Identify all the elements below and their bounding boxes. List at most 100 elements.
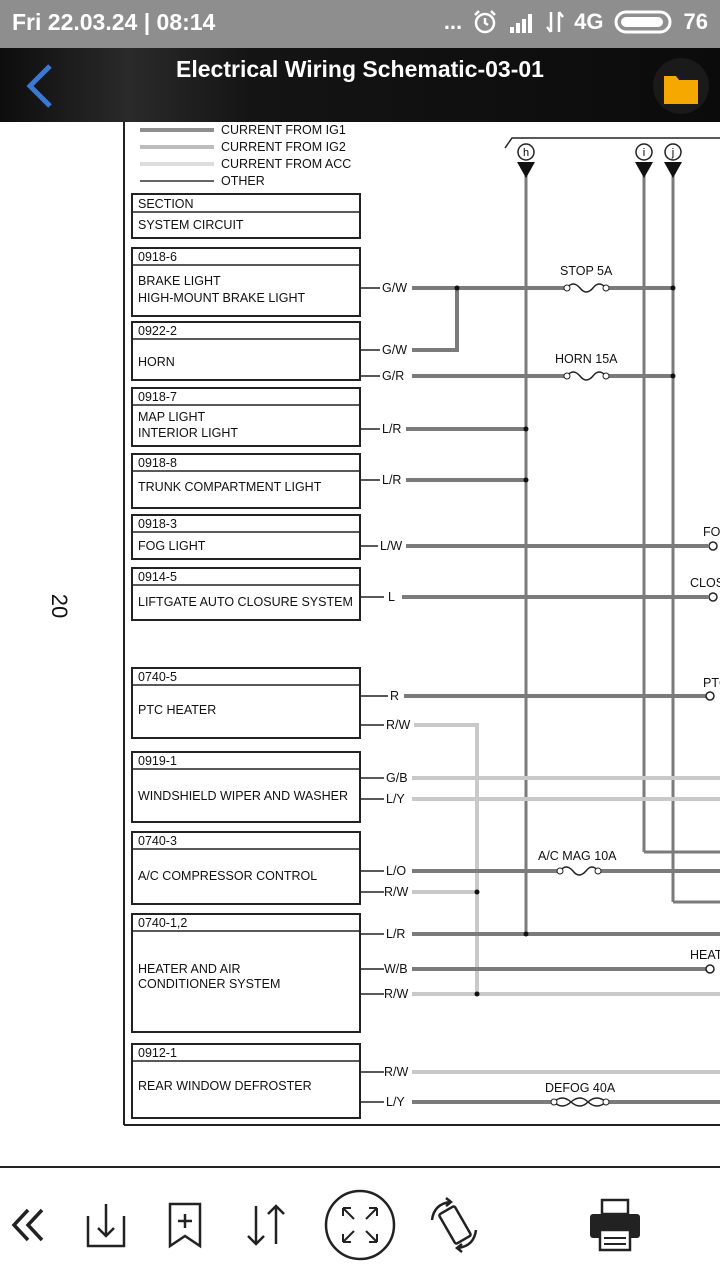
download-icon	[86, 1204, 126, 1248]
svg-text:0919-1: 0919-1	[138, 754, 177, 768]
section-0918-8: 0918-8 TRUNK COMPARTMENT LIGHT	[131, 453, 361, 509]
svg-text:R/W: R/W	[384, 1065, 409, 1079]
svg-text:0918-7: 0918-7	[138, 390, 177, 404]
folder-icon	[664, 76, 698, 104]
svg-text:W/B: W/B	[384, 962, 408, 976]
battery-icon	[614, 10, 672, 34]
expand-icon	[342, 1207, 378, 1243]
data-arrows-icon	[546, 11, 565, 33]
svg-text:PTC: PTC	[703, 676, 720, 690]
legend-acc: CURRENT FROM ACC	[221, 157, 351, 171]
rotate-button[interactable]	[424, 1190, 484, 1260]
section-0918-3: 0918-3 FOG LIGHT	[131, 514, 361, 560]
folder-button[interactable]	[650, 58, 712, 114]
svg-text:L/R: L/R	[382, 473, 401, 487]
section-0922-2: 0922-2 HORN	[131, 321, 361, 381]
rotate-screen-icon	[430, 1197, 478, 1253]
printer-icon	[590, 1198, 640, 1252]
svg-text:L/R: L/R	[386, 927, 405, 941]
section-0918-7: 0918-7 MAP LIGHT INTERIOR LIGHT	[131, 387, 361, 447]
wires	[360, 285, 720, 1104]
bookmark-add-icon	[168, 1202, 202, 1249]
svg-text:R/W: R/W	[386, 718, 411, 732]
svg-text:0740-5: 0740-5	[138, 670, 177, 684]
fuse-defog: DEFOG 40A	[545, 1081, 616, 1095]
sort-arrows-icon	[247, 1204, 285, 1246]
legend: CURRENT FROM IG1 CURRENT FROM IG2 CURREN…	[140, 123, 351, 188]
legend-ig2: CURRENT FROM IG2	[221, 140, 346, 154]
fullscreen-button[interactable]	[323, 1182, 397, 1268]
svg-text:G/W: G/W	[382, 343, 407, 357]
svg-text:FO: FO	[703, 525, 720, 539]
bus-label-j: j	[671, 147, 674, 159]
section-body: SYSTEM CIRCUIT	[138, 218, 244, 232]
section-header: SECTION	[138, 197, 194, 211]
section-0740-5: 0740-5 PTC HEATER	[131, 667, 361, 739]
battery-level: 76	[683, 9, 708, 34]
section-0918-6: 0918-6 BRAKE LIGHT HIGH-MOUNT BRAKE LIGH…	[131, 247, 361, 317]
more-dots: ...	[443, 9, 463, 34]
section-0740-1-2: 0740-1,2 HEATER AND AIR CONDITIONER SYST…	[131, 913, 361, 1033]
svg-text:G/B: G/B	[386, 771, 408, 785]
app-bar: Electrical Wiring Schematic-03-01	[0, 48, 720, 122]
back-button[interactable]	[20, 62, 60, 110]
signal-icon	[510, 14, 533, 33]
svg-text:LIFTGATE AUTO CLOSURE SYSTEM: LIFTGATE AUTO CLOSURE SYSTEM	[138, 595, 353, 609]
network-type: 4G	[574, 9, 604, 34]
svg-text:HIGH-MOUNT BRAKE LIGHT: HIGH-MOUNT BRAKE LIGHT	[138, 291, 306, 305]
svg-text:INTERIOR LIGHT: INTERIOR LIGHT	[138, 426, 238, 440]
status-bar: Fri 22.03.24 | 08:14 ... 4G 76	[0, 0, 720, 48]
svg-text:HEAT: HEAT	[690, 948, 720, 962]
svg-text:R/W: R/W	[384, 885, 409, 899]
section-0740-3: 0740-3 A/C COMPRESSOR CONTROL	[131, 831, 361, 905]
svg-text:L/R: L/R	[382, 422, 401, 436]
page-title: Electrical Wiring Schematic-03-01	[176, 56, 544, 82]
svg-text:R: R	[390, 689, 399, 703]
bus-label-h: h	[523, 147, 529, 159]
page-number: 20	[47, 594, 72, 618]
svg-text:0740-3: 0740-3	[138, 834, 177, 848]
svg-text:PTC HEATER: PTC HEATER	[138, 703, 216, 717]
fuse-horn: HORN 15A	[555, 352, 618, 366]
svg-text:L: L	[388, 590, 395, 604]
wiring-schematic: CURRENT FROM IG1 CURRENT FROM IG2 CURREN…	[47, 122, 720, 1126]
svg-text:CONDITIONER SYSTEM: CONDITIONER SYSTEM	[138, 977, 280, 991]
print-button[interactable]	[584, 1190, 646, 1260]
fuses: STOP 5A HORN 15A A/C MAG 10A DEFOG 40A	[538, 264, 618, 1107]
fuse-ac-mag: A/C MAG 10A	[538, 849, 617, 863]
status-icons: ... 4G 76	[444, 9, 708, 35]
download-button[interactable]	[76, 1190, 136, 1260]
status-datetime: Fri 22.03.24 | 08:14	[12, 9, 216, 35]
svg-text:0740-1,2: 0740-1,2	[138, 916, 187, 930]
svg-text:0918-6: 0918-6	[138, 250, 177, 264]
section-0919-1: 0919-1 WINDSHIELD WIPER AND WASHER	[131, 751, 361, 823]
svg-text:0914-5: 0914-5	[138, 570, 177, 584]
bookmark-button[interactable]	[156, 1190, 216, 1260]
svg-text:0918-3: 0918-3	[138, 517, 177, 531]
section-box: SECTION SYSTEM CIRCUIT	[131, 193, 361, 239]
svg-text:FOG LIGHT: FOG LIGHT	[138, 539, 206, 553]
svg-text:HORN: HORN	[138, 355, 175, 369]
schematic-viewer[interactable]: CURRENT FROM IG1 CURRENT FROM IG2 CURREN…	[0, 122, 720, 1166]
bus-lines: h i j	[517, 143, 720, 934]
double-chevron-left-icon	[11, 1208, 44, 1242]
bus-label-i: i	[643, 147, 645, 159]
svg-text:TRUNK COMPARTMENT LIGHT: TRUNK COMPARTMENT LIGHT	[138, 480, 322, 494]
alarm-icon	[474, 10, 497, 34]
sort-button[interactable]	[236, 1190, 296, 1260]
section-0914-5: 0914-5 LIFTGATE AUTO CLOSURE SYSTEM	[131, 567, 361, 621]
svg-text:0918-8: 0918-8	[138, 456, 177, 470]
svg-text:0922-2: 0922-2	[138, 324, 177, 338]
legend-ig1: CURRENT FROM IG1	[221, 123, 346, 137]
svg-text:REAR WINDOW DEFROSTER: REAR WINDOW DEFROSTER	[138, 1079, 312, 1093]
edge-labels: FO CLOS PTC HEAT	[690, 525, 720, 962]
svg-text:L/Y: L/Y	[386, 792, 405, 806]
fuse-stop: STOP 5A	[560, 264, 613, 278]
collapse-button[interactable]	[4, 1190, 64, 1260]
svg-text:0912-1: 0912-1	[138, 1046, 177, 1060]
legend-other: OTHER	[221, 174, 265, 188]
svg-text:MAP LIGHT: MAP LIGHT	[138, 410, 206, 424]
svg-text:L/Y: L/Y	[386, 1095, 405, 1109]
svg-text:CLOS: CLOS	[690, 576, 720, 590]
section-0912-1: 0912-1 REAR WINDOW DEFROSTER	[131, 1043, 361, 1119]
